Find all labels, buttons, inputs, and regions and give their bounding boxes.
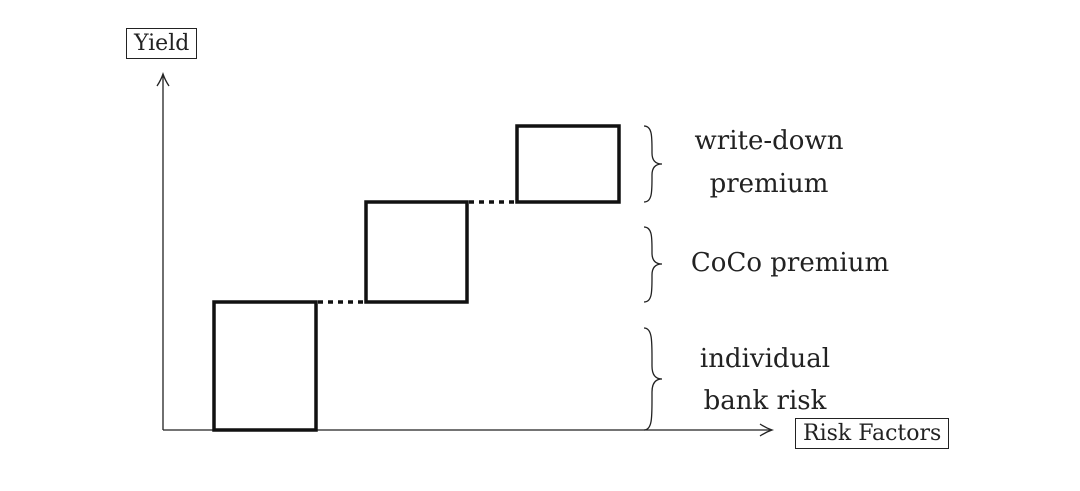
brace-label-coco-premium: CoCo premium xyxy=(690,248,890,278)
brace-label-write-down-line1: write-down xyxy=(694,126,844,156)
x-axis-label: Risk Factors xyxy=(795,418,950,449)
brace-coco-premium xyxy=(643,226,663,303)
brace-label-write-down-line2: premium xyxy=(709,169,829,199)
brace-label-bank-risk-line2: bank risk xyxy=(703,386,827,416)
step-box-coco-premium xyxy=(364,200,469,304)
step-box-write-down-premium xyxy=(515,124,621,204)
brace-write-down-premium xyxy=(643,125,663,203)
brace-individual-bank-risk xyxy=(643,327,663,431)
brace-label-bank-risk-line1: individual xyxy=(699,344,831,374)
y-axis-label: Yield xyxy=(126,28,198,59)
step-box-individual-bank-risk xyxy=(212,300,318,432)
x-axis-arrowhead xyxy=(759,423,775,437)
y-axis-arrowhead xyxy=(156,71,170,87)
